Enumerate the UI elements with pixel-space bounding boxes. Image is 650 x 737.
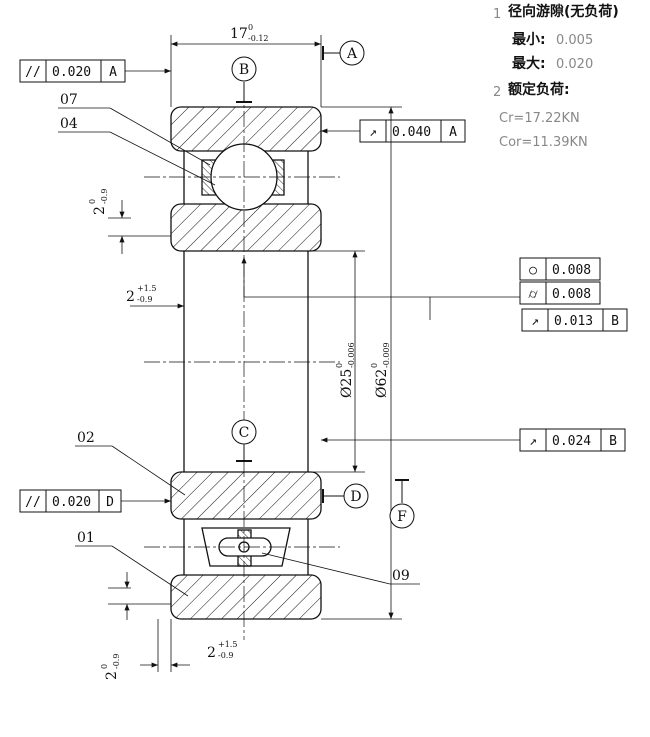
chamfer-dim-lower: 2 bbox=[104, 671, 120, 680]
runout-icon: ↗ bbox=[529, 434, 537, 449]
svg-text:-0.009: -0.009 bbox=[382, 342, 391, 368]
fcf-runout-b-lower: ↗ 0.024 B bbox=[529, 434, 617, 449]
svg-text:0: 0 bbox=[248, 23, 253, 32]
parallelism-icon: // bbox=[25, 65, 41, 80]
bore-dim: Ø25 bbox=[339, 369, 355, 398]
inner-ring-lower bbox=[170, 471, 322, 520]
svg-text:0.040: 0.040 bbox=[392, 125, 431, 140]
inner-ring-upper bbox=[170, 203, 322, 252]
fcf-cylindricity: ⌭ 0.008 bbox=[528, 287, 591, 302]
svg-text:2: 2 bbox=[493, 85, 501, 100]
parallelism-icon: // bbox=[25, 495, 41, 510]
svg-text:0: 0 bbox=[335, 363, 344, 368]
fcf-runout-b-upper: ↗ 0.013 B bbox=[531, 314, 619, 329]
svg-text:最大:: 最大: bbox=[512, 55, 546, 72]
inner-chamfer-dim-upper: 2 bbox=[126, 289, 135, 305]
runout-icon: ↗ bbox=[369, 125, 377, 140]
svg-text:0.020: 0.020 bbox=[52, 65, 91, 80]
svg-text:B: B bbox=[611, 314, 619, 329]
datum-f-label: F bbox=[397, 509, 407, 525]
runout-icon: ↗ bbox=[531, 314, 539, 329]
svg-text:1: 1 bbox=[493, 7, 501, 22]
datum-c-label: C bbox=[239, 425, 250, 441]
svg-text:-0.9: -0.9 bbox=[137, 295, 152, 304]
clearance-max: 0.020 bbox=[556, 57, 593, 72]
part-02: 02 bbox=[77, 430, 95, 446]
outer-ring-lower bbox=[170, 574, 322, 620]
svg-text:0.013: 0.013 bbox=[554, 314, 593, 329]
svg-text:0: 0 bbox=[100, 664, 109, 669]
svg-text:0.020: 0.020 bbox=[52, 495, 91, 510]
svg-text:A: A bbox=[109, 65, 117, 80]
svg-text:-0.12: -0.12 bbox=[248, 34, 269, 43]
width-dim: 17 bbox=[230, 26, 248, 42]
svg-text:-0.006: -0.006 bbox=[347, 342, 356, 368]
fcf-circularity: ○ 0.008 bbox=[529, 263, 591, 278]
dynamic-load: Cr=17.22KN bbox=[499, 111, 580, 126]
technical-notes: 1 径向游隙(无负荷) 最小: 0.005 最大: 0.020 2 额定负荷: … bbox=[493, 3, 619, 150]
svg-text:0.008: 0.008 bbox=[552, 263, 591, 278]
svg-text:B: B bbox=[609, 434, 617, 449]
part-01: 01 bbox=[77, 530, 95, 546]
inner-chamfer-dim-lower: 2 bbox=[207, 645, 216, 661]
static-load: Cor=11.39KN bbox=[499, 135, 588, 150]
svg-text:D: D bbox=[106, 495, 114, 510]
svg-text:0.024: 0.024 bbox=[552, 434, 591, 449]
part-04: 04 bbox=[60, 116, 78, 132]
svg-text:最小:: 最小: bbox=[512, 31, 546, 48]
svg-text:-0.9: -0.9 bbox=[218, 651, 233, 660]
cylindricity-icon: ⌭ bbox=[528, 287, 538, 302]
svg-text:0: 0 bbox=[88, 199, 97, 204]
chamfer-dim-upper: 2 bbox=[92, 206, 108, 215]
svg-text:A: A bbox=[449, 125, 457, 140]
note-load-title: 额定负荷: bbox=[508, 81, 570, 98]
fcf-parallel-d: // 0.020 D bbox=[25, 495, 114, 510]
svg-text:+1.5: +1.5 bbox=[218, 640, 237, 649]
datum-b-label: B bbox=[239, 62, 249, 78]
circularity-icon: ○ bbox=[529, 263, 537, 278]
svg-text:+1.5: +1.5 bbox=[137, 284, 156, 293]
part-09: 09 bbox=[392, 568, 410, 584]
svg-text:-0.9: -0.9 bbox=[100, 189, 109, 204]
svg-text:0.008: 0.008 bbox=[552, 287, 591, 302]
fcf-runout-a: ↗ 0.040 A bbox=[369, 125, 457, 140]
svg-text:-0.9: -0.9 bbox=[112, 654, 121, 669]
datum-a-label: A bbox=[346, 46, 358, 62]
od-dim: Ø62 bbox=[374, 369, 390, 398]
datum-d-label: D bbox=[350, 489, 361, 505]
fcf-parallel-a: // 0.020 A bbox=[25, 65, 117, 80]
note-clearance-title: 径向游隙(无负荷) bbox=[508, 3, 619, 20]
clearance-min: 0.005 bbox=[556, 33, 593, 48]
part-07: 07 bbox=[60, 92, 78, 108]
svg-text:0: 0 bbox=[370, 363, 379, 368]
